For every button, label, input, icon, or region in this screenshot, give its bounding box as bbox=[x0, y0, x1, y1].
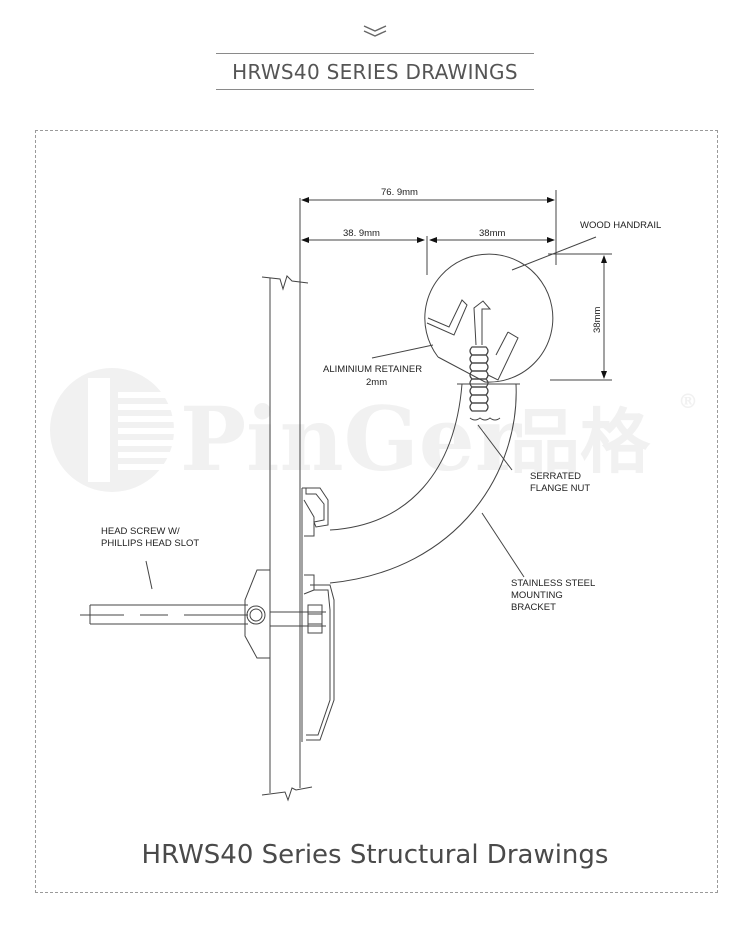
drawing-frame bbox=[35, 130, 718, 893]
label-bracket-1: STAINLESS STEEL bbox=[511, 578, 595, 589]
label-retainer-thickness: 2mm bbox=[366, 377, 387, 388]
dimension-offset-width: 38. 9mm bbox=[343, 228, 380, 239]
label-bracket-3: BRACKET bbox=[511, 602, 556, 613]
double-chevron-down-icon bbox=[363, 25, 387, 37]
label-retainer: ALIMINIUM RETAINER bbox=[323, 364, 422, 375]
dimension-rail-height: 38mm bbox=[592, 307, 603, 333]
label-head-screw-2: PHILLIPS HEAD SLOT bbox=[101, 538, 199, 549]
header-rule-top bbox=[216, 53, 534, 54]
label-flange-nut-1: SERRATED bbox=[530, 471, 581, 482]
label-bracket-2: MOUNTING bbox=[511, 590, 563, 601]
watermark-brand-latin: PinGer bbox=[180, 387, 523, 491]
drawing-caption: HRWS40 Series Structural Drawings bbox=[141, 840, 609, 870]
dimension-overall-width: 76. 9mm bbox=[381, 187, 418, 198]
pinger-watermark: PinGer 品格 ® bbox=[50, 368, 698, 492]
label-flange-nut-2: FLANGE NUT bbox=[530, 483, 590, 494]
header-rule-bottom bbox=[216, 89, 534, 90]
watermark-registered-mark: ® bbox=[678, 389, 698, 413]
label-head-screw-1: HEAD SCREW W/ bbox=[101, 526, 180, 537]
dimension-rail-width: 38mm bbox=[479, 228, 505, 239]
label-wood-handrail: WOOD HANDRAIL bbox=[580, 220, 661, 231]
watermark-brand-cjk: 品格 bbox=[510, 400, 651, 483]
section-title: HRWS40 SERIES DRAWINGS bbox=[232, 60, 518, 84]
